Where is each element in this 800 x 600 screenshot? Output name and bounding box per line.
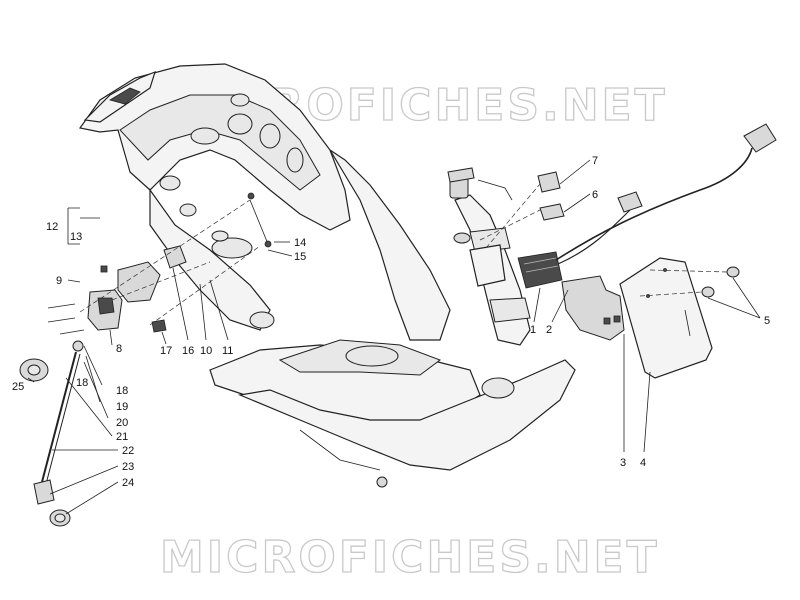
callout-10: 10 bbox=[200, 345, 212, 357]
watermark-bottom: MICROFICHES.NET bbox=[160, 532, 660, 583]
callout-19: 19 bbox=[116, 401, 128, 413]
callout-20: 20 bbox=[116, 417, 128, 429]
callout-24: 24 bbox=[122, 477, 134, 489]
left-parts bbox=[19, 192, 272, 527]
callout-9: 9 bbox=[56, 275, 62, 287]
callout-7: 7 bbox=[592, 155, 598, 167]
callout-16: 16 bbox=[182, 345, 194, 357]
callouts: 1 2 3 4 5 6 7 8 9 10 11 12 13 14 15 16 1… bbox=[12, 155, 770, 489]
callout-17: 17 bbox=[160, 345, 172, 357]
callout-3: 3 bbox=[620, 457, 626, 469]
callout-8: 8 bbox=[116, 343, 122, 355]
callout-2: 2 bbox=[546, 324, 552, 336]
leader-lines bbox=[27, 159, 761, 515]
callout-18-left: 18 bbox=[76, 377, 88, 389]
scooter-frame bbox=[78, 63, 576, 488]
callout-21: 21 bbox=[116, 431, 128, 443]
callout-23: 23 bbox=[122, 461, 134, 473]
callout-13: 13 bbox=[70, 231, 82, 243]
callout-15: 15 bbox=[294, 251, 306, 263]
right-parts bbox=[479, 123, 777, 379]
callout-5: 5 bbox=[764, 315, 770, 327]
callout-12: 12 bbox=[46, 221, 58, 233]
callout-14: 14 bbox=[294, 237, 306, 249]
callout-25: 25 bbox=[12, 381, 24, 393]
callout-4: 4 bbox=[640, 457, 646, 469]
callout-6: 6 bbox=[592, 189, 598, 201]
callout-1: 1 bbox=[530, 324, 536, 336]
callout-18-right: 18 bbox=[116, 385, 128, 397]
callout-11: 11 bbox=[222, 345, 233, 357]
callout-22: 22 bbox=[122, 445, 134, 457]
